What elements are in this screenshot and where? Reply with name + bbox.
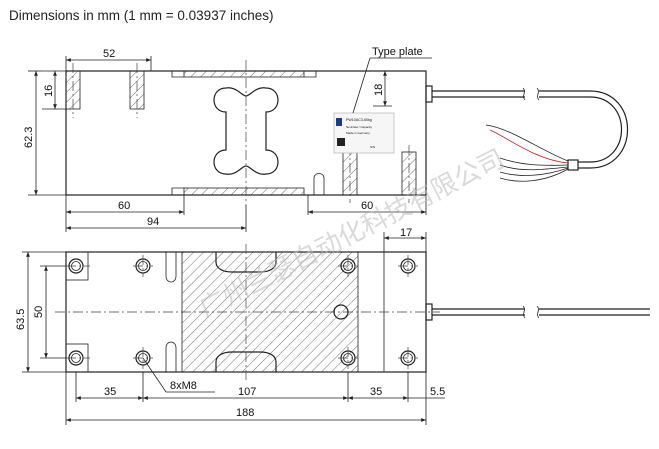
left-threaded-holes xyxy=(65,63,145,118)
dim-60-left: 60 xyxy=(118,200,130,212)
hole-right-bottom-1 xyxy=(338,347,358,369)
dim-16: 16 xyxy=(43,85,55,97)
plate-line-4: S/N xyxy=(370,145,375,149)
dim-94: 94 xyxy=(147,216,159,228)
dim-5-5: 5.5 xyxy=(430,386,445,398)
drawing-heading: Dimensions in mm (1 mm = 0.03937 inches) xyxy=(9,8,274,23)
plate-line-3: Made in Germany xyxy=(346,131,370,135)
dim-188: 188 xyxy=(236,407,254,419)
cable-wires xyxy=(485,124,569,182)
type-plate-label: Type plate xyxy=(372,46,423,58)
hole-left-top-1 xyxy=(65,251,90,281)
dim-18: 18 xyxy=(373,84,385,96)
dim-62-3: 62.3 xyxy=(23,127,35,148)
side-view: PW10AC3-60kg Nennlast / Capacity Made in… xyxy=(23,46,629,232)
hole-left-bottom-1 xyxy=(65,343,90,373)
plan-view: 8xM8 17 63.5 50 35 107 35 5.5 xyxy=(15,227,650,425)
cable-top xyxy=(432,90,629,169)
dim-35-right: 35 xyxy=(370,386,382,398)
bending-beam-cutout xyxy=(213,87,279,175)
plate-line-1: PW10AC3-60kg xyxy=(346,118,372,122)
dim-60-right: 60 xyxy=(361,200,373,212)
dim-52: 52 xyxy=(103,48,115,60)
cable-gland xyxy=(425,85,433,103)
dim-35-left: 35 xyxy=(104,386,116,398)
thread-label: 8xM8 xyxy=(170,380,197,392)
plate-line-2: Nennlast / Capacity xyxy=(346,125,373,129)
hole-right-top-1 xyxy=(338,255,358,277)
dim-50: 50 xyxy=(33,306,45,318)
hole-right-bottom-2 xyxy=(398,347,418,369)
hole-left-top-2 xyxy=(133,255,153,277)
dim-17: 17 xyxy=(400,227,412,239)
hole-right-top-2 xyxy=(398,255,418,277)
top-hatch-strip xyxy=(183,70,305,78)
dim-63-5: 63.5 xyxy=(15,309,27,330)
right-threaded-holes xyxy=(342,145,417,203)
bottom-hatch-strip xyxy=(183,187,305,196)
dim-107: 107 xyxy=(238,386,256,398)
type-plate: PW10AC3-60kg Nennlast / Capacity Made in… xyxy=(333,112,395,154)
cable-plan xyxy=(432,308,650,316)
